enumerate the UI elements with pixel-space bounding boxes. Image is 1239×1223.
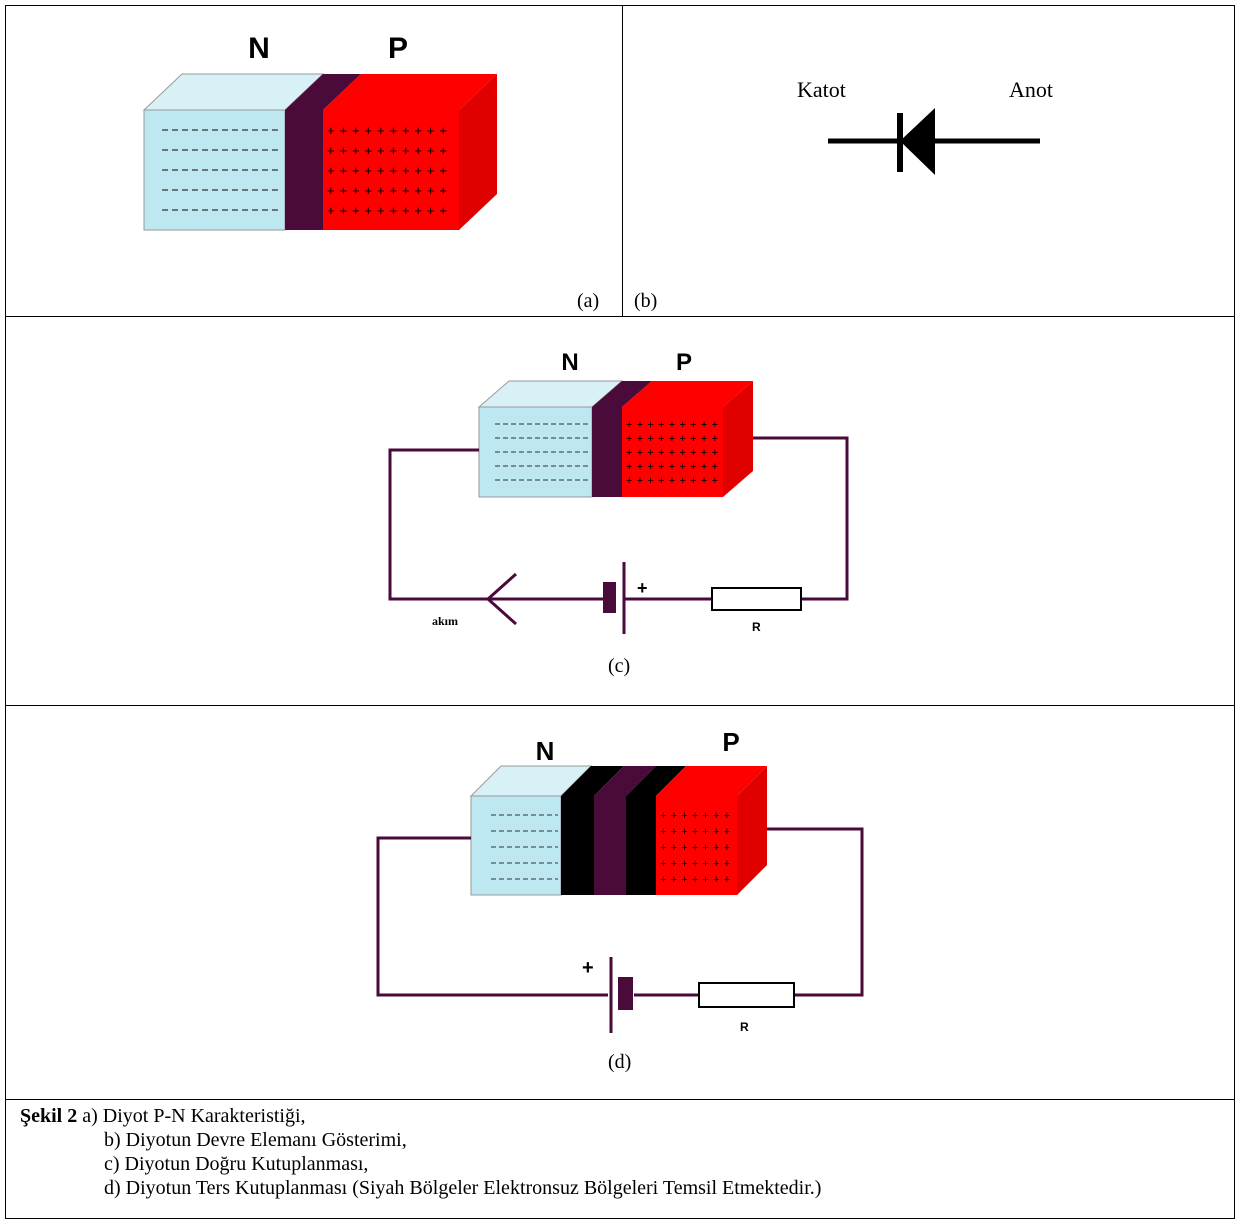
- table-border-right: [1234, 5, 1235, 1219]
- panel-c-tag: (c): [608, 655, 631, 677]
- figure-number: Şekil 2: [20, 1105, 78, 1127]
- p-region-front: [622, 407, 723, 497]
- panel-d-diagram: +++++++ +++++++ +++++++ +++++++ +++++++ …: [364, 722, 880, 1044]
- katot-label: Katot: [797, 77, 846, 102]
- row-divider-2: [5, 705, 1235, 706]
- p-region-front: [656, 796, 737, 895]
- panel-d-tag: (d): [608, 1051, 632, 1073]
- p-label: P: [676, 349, 692, 376]
- current-label: akım: [432, 614, 458, 628]
- circuit-wire: [388, 436, 849, 601]
- table-border-left: [5, 5, 6, 1219]
- p-label: P: [722, 727, 739, 757]
- junction-front: [285, 110, 323, 230]
- panel-a-diagram: ++++++++++ ++++++++++ ++++++++++ +++++++…: [142, 32, 497, 231]
- caption-line-c: c) Diyotun Doğru Kutuplanması,: [104, 1153, 369, 1175]
- diode-triangle-icon: [900, 108, 935, 175]
- p-region-top-face: [622, 381, 753, 407]
- junction-front: [594, 796, 626, 895]
- resistor-label: R: [752, 620, 761, 634]
- caption-line-b: b) Diyotun Devre Elemanı Gösterimi,: [104, 1129, 407, 1151]
- row-divider-3: [5, 1099, 1235, 1100]
- panel-c-diagram: +++++++++ +++++++++ +++++++++ +++++++++ …: [373, 342, 867, 649]
- p-region-top-face: [323, 74, 497, 110]
- n-region-front: [470, 795, 562, 896]
- depletion-right-top-face: [626, 766, 686, 796]
- row-divider-1: [5, 316, 1235, 317]
- panel-b-tag: (b): [634, 290, 658, 312]
- p-region-top-face: [656, 766, 767, 796]
- figure-caption: Şekil 2 a) Diyot P-N Karakteristiği, b) …: [20, 1104, 1220, 1200]
- battery-negative-plate: [618, 977, 633, 1010]
- column-divider: [622, 5, 623, 316]
- junction-top-face: [285, 74, 361, 110]
- svg-text:+++++++++: +++++++++: [626, 433, 718, 445]
- caption-line-d: d) Diyotun Ters Kutuplanması (Siyah Bölg…: [104, 1177, 822, 1199]
- resistor-label: R: [740, 1020, 749, 1034]
- p-label: P: [388, 32, 408, 65]
- svg-text:+++++++++: +++++++++: [626, 419, 718, 431]
- table-border-top: [5, 5, 1235, 6]
- circuit-wire: [376, 827, 864, 997]
- n-label: N: [561, 349, 578, 376]
- n-label: N: [248, 32, 270, 65]
- p-region-side-face: [737, 766, 767, 895]
- anot-label: Anot: [1009, 77, 1053, 102]
- depletion-right-front: [626, 796, 656, 895]
- svg-text:+++++++++: +++++++++: [626, 447, 718, 459]
- junction-top-face: [592, 381, 652, 407]
- depletion-left-front: [561, 796, 594, 895]
- battery-negative-plate: [603, 582, 616, 613]
- caption-line-a: Şekil 2 a) Diyot P-N Karakteristiği,: [20, 1104, 1220, 1128]
- panel-a-tag: (a): [577, 290, 600, 312]
- battery-plus-sign: +: [637, 578, 648, 598]
- junction-top-face: [594, 766, 656, 796]
- p-region-holes: +++++++++ +++++++++ +++++++++ +++++++++ …: [626, 419, 718, 487]
- panel-b-diagram: Katot Anot: [786, 70, 1056, 185]
- n-region-electrons: [491, 814, 558, 880]
- resistor-icon: [711, 587, 802, 611]
- n-label: N: [536, 736, 555, 766]
- p-region-front: [323, 110, 459, 230]
- junction-front: [592, 407, 622, 497]
- battery-plus-sign: +: [582, 957, 594, 979]
- caption-text-a: a) Diyot P-N Karakteristiği,: [77, 1105, 306, 1127]
- svg-text:+++++++++: +++++++++: [626, 475, 718, 487]
- depletion-left-top-face: [561, 766, 624, 796]
- p-region-side-face: [723, 381, 753, 497]
- p-region-side-face: [459, 74, 497, 230]
- resistor-icon: [698, 982, 795, 1008]
- svg-text:+++++++++: +++++++++: [626, 461, 718, 473]
- table-border-bottom: [5, 1218, 1235, 1219]
- current-arrow-icon: [485, 572, 517, 626]
